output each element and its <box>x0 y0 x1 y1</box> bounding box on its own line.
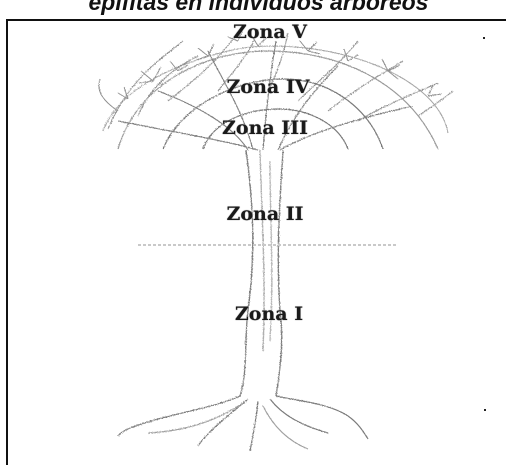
figure-title: epífitas en individuos arbóreos <box>0 0 517 15</box>
zone-label-2: Zona II <box>226 203 303 225</box>
zone-label-4: Zona IV <box>227 76 310 98</box>
tree-trunk <box>240 150 283 396</box>
tree-roots <box>118 396 368 451</box>
scan-speck <box>483 37 485 39</box>
zone-label-5: Zona V <box>233 21 307 43</box>
scan-speck <box>484 409 486 411</box>
zone-label-3: Zona III <box>222 117 308 139</box>
zone-label-1: Zona I <box>235 303 303 325</box>
